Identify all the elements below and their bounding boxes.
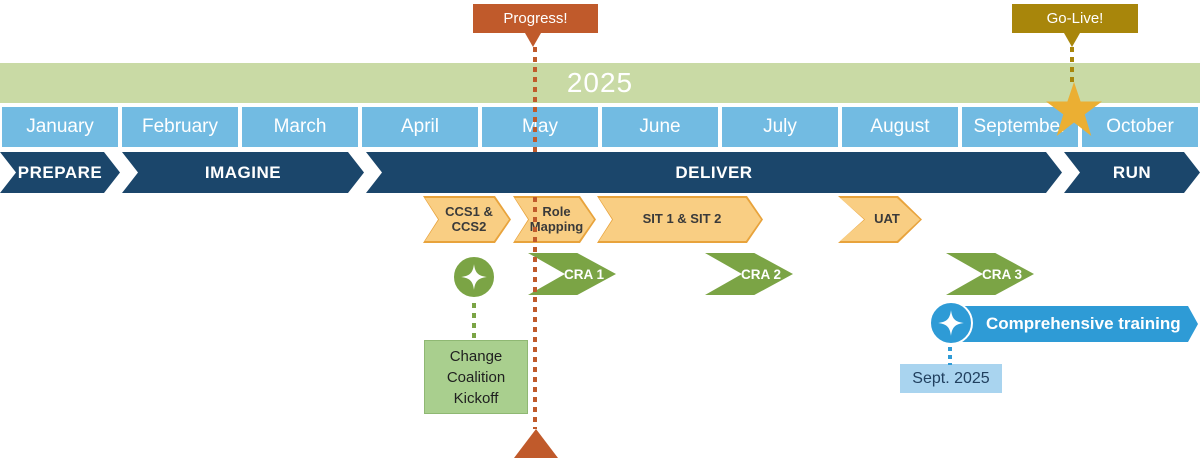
phase-label: IMAGINE	[204, 162, 282, 182]
milestone-label: CRA 1	[563, 266, 604, 282]
activity-label: SIT 1 & SIT 2	[642, 211, 722, 227]
month-cell-march: March	[242, 107, 358, 147]
month-cell-october: October	[1082, 107, 1198, 147]
sparkle-glyph	[938, 310, 964, 336]
milestone-chevron-cra1: CRA 1	[528, 253, 616, 295]
golive-callout: Go-Live!	[1012, 4, 1138, 47]
month-cell-april: April	[362, 107, 478, 147]
callout-pointer	[1064, 33, 1080, 47]
training-date-box: Sept. 2025	[900, 364, 1002, 393]
kickoff-dotted-line	[472, 303, 476, 340]
phase-chevron-run: RUN	[1064, 152, 1200, 193]
year-bar: 2025	[0, 63, 1200, 103]
training-label: Comprehensive training	[986, 314, 1181, 333]
training-date-label: Sept. 2025	[912, 369, 990, 387]
activity-chevron-role-mapping: Role Mapping	[513, 196, 596, 243]
golive-callout-label: Go-Live!	[1046, 10, 1104, 27]
month-cell-may: May	[482, 107, 598, 147]
progress-dotted-line	[533, 47, 537, 429]
change-kickoff-label: Change Coalition Kickoff	[446, 347, 506, 407]
sparkle-glyph	[461, 264, 487, 290]
activity-chevron-uat: UAT	[838, 196, 922, 243]
activity-label: CCS1 & CCS2	[445, 203, 493, 234]
phase-label: DELIVER	[675, 162, 753, 182]
training-banner: Comprehensive training	[957, 306, 1198, 342]
month-cell-june: June	[602, 107, 718, 147]
milestone-label: CRA 3	[981, 266, 1022, 282]
golive-dotted-line	[1070, 47, 1074, 84]
month-cell-february: February	[122, 107, 238, 147]
activity-chevron-ccs: CCS1 & CCS2	[423, 196, 511, 243]
months-row: January February March April May June Ju…	[0, 107, 1200, 147]
phase-label: PREPARE	[17, 162, 103, 182]
kickoff-sparkle-icon	[452, 255, 496, 299]
phase-chevron-prepare: PREPARE	[0, 152, 120, 193]
callout-pointer	[525, 33, 541, 47]
month-cell-august: August	[842, 107, 958, 147]
milestone-label: CRA 2	[740, 266, 781, 282]
activity-label: Role Mapping	[529, 203, 584, 234]
month-cell-july: July	[722, 107, 838, 147]
month-cell-january: January	[2, 107, 118, 147]
phase-label: RUN	[1112, 162, 1152, 182]
activity-chevron-sit: SIT 1 & SIT 2	[597, 196, 763, 243]
month-cell-september: September	[962, 107, 1078, 147]
progress-callout: Progress!	[473, 4, 598, 47]
activity-label: UAT	[874, 211, 900, 227]
year-label: 2025	[566, 67, 634, 98]
milestone-chevron-cra2: CRA 2	[705, 253, 793, 295]
change-kickoff-box: Change Coalition Kickoff	[424, 340, 528, 414]
training-sparkle-icon	[929, 301, 973, 345]
phase-chevron-deliver: DELIVER	[366, 152, 1062, 193]
progress-callout-label: Progress!	[503, 10, 568, 27]
milestone-chevron-cra3: CRA 3	[946, 253, 1034, 295]
progress-arrow-icon	[514, 429, 558, 458]
phase-chevron-imagine: IMAGINE	[122, 152, 364, 193]
training-dotted-line	[948, 347, 952, 365]
